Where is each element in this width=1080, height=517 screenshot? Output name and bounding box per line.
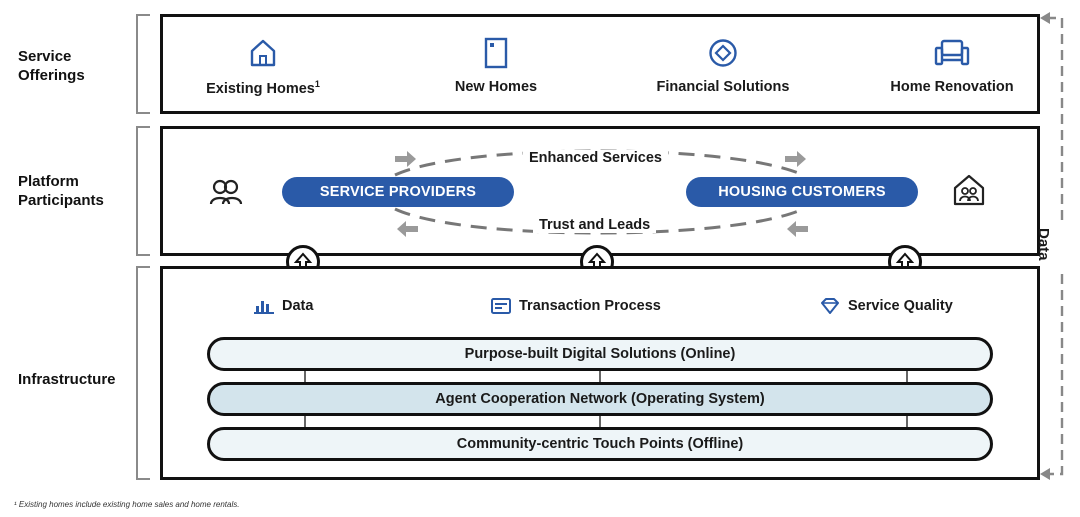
platform-panel: Enhanced Services Trust and Leads SERVIC… [160, 126, 1040, 256]
data-side-label: Data [1035, 228, 1052, 261]
sofa-icon [852, 35, 1052, 71]
service-offerings-panel: Existing Homes1 New Homes Financial Solu… [160, 14, 1040, 114]
housing-customers-pill: HOUSING CUSTOMERS [686, 177, 918, 207]
flow-label-top: Enhanced Services [523, 150, 668, 166]
flow-label-bottom: Trust and Leads [533, 217, 657, 233]
offering-new-homes: New Homes [396, 35, 596, 95]
metric-label: Transaction Process [519, 298, 661, 314]
service-providers-pill: SERVICE PROVIDERS [282, 177, 514, 207]
layer-link [304, 414, 306, 428]
layer-online: Purpose-built Digital Solutions (Online) [207, 337, 993, 371]
metric-label: Service Quality [848, 298, 953, 314]
layer-link [906, 369, 908, 383]
offering-label: Home Renovation [890, 79, 1014, 95]
offering-label: Financial Solutions [656, 79, 790, 95]
building-icon [396, 35, 596, 71]
metric-service-quality: Service Quality [820, 298, 953, 314]
layer-offline: Community-centric Touch Points (Offline) [207, 427, 993, 461]
footnote-marker: 1 [314, 79, 320, 89]
card-icon [491, 298, 511, 314]
layer-link [906, 414, 908, 428]
metric-transaction-process: Transaction Process [491, 298, 661, 314]
diamond-circle-icon [623, 35, 823, 71]
bar-chart-icon [254, 301, 274, 314]
data-loop-line [1040, 12, 1072, 480]
layer-link [599, 369, 601, 383]
bracket-platform [136, 126, 150, 256]
layer-link [304, 369, 306, 383]
offering-existing-homes: Existing Homes1 [163, 35, 363, 97]
row-label-infrastructure: Infrastructure [18, 371, 116, 388]
offering-label: Existing Homes [206, 80, 315, 97]
bracket-infrastructure [136, 266, 150, 480]
bracket-service-offerings [136, 14, 150, 114]
offering-home-renovation: Home Renovation [852, 35, 1052, 95]
offering-label: New Homes [454, 79, 538, 95]
metric-data: Data [254, 298, 313, 314]
row-label-platform-participants: Platform Participants [18, 173, 104, 209]
flow-ellipse [394, 149, 808, 237]
house-outline-icon [163, 35, 363, 71]
gem-icon [821, 298, 839, 314]
layer-operating-system: Agent Cooperation Network (Operating Sys… [207, 382, 993, 416]
footnote: ¹ Existing homes include existing home s… [14, 500, 240, 509]
offering-financial-solutions: Financial Solutions [623, 35, 823, 95]
metric-label: Data [282, 298, 314, 314]
row-label-service-offerings: Service Offerings [18, 48, 85, 84]
layer-link [599, 414, 601, 428]
people-icon [209, 178, 243, 211]
family-house-icon [952, 173, 986, 212]
